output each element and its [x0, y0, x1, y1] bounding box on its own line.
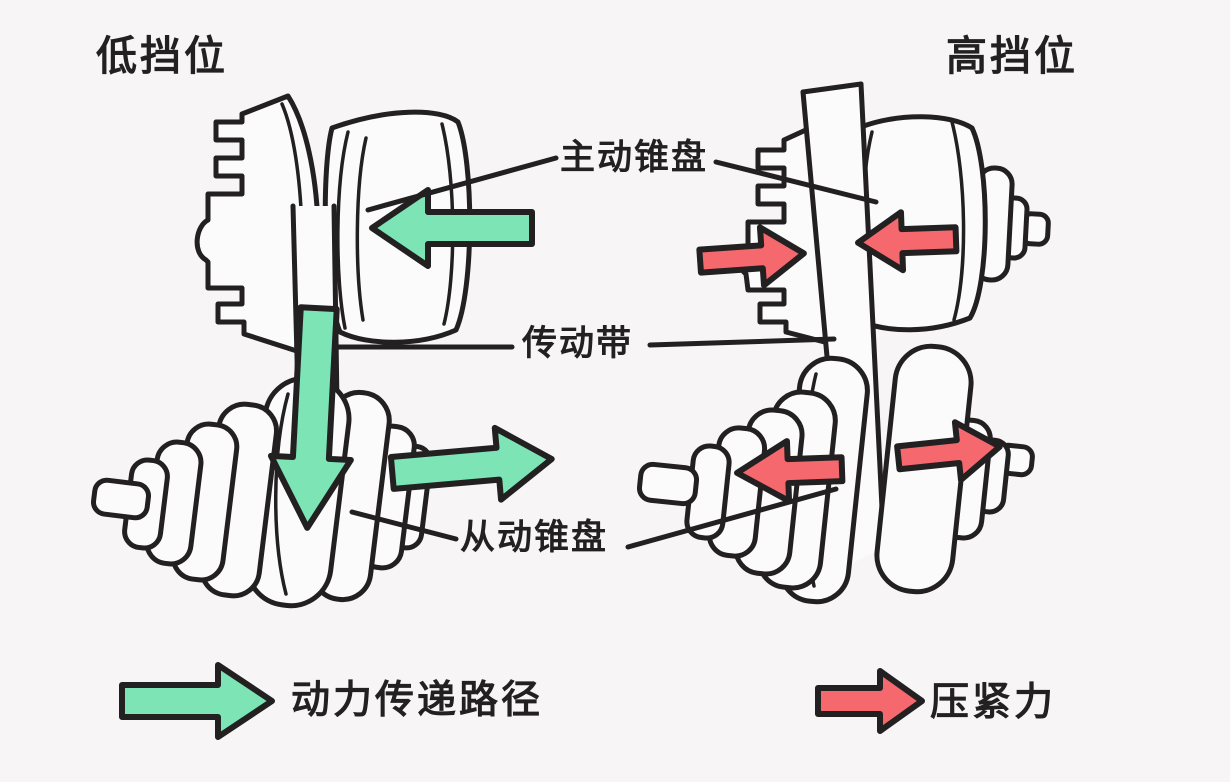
power-arrow-down-belt [267, 304, 354, 531]
legend-power-arrow [119, 662, 275, 740]
legend-clamp-arrow [815, 668, 925, 734]
driven-pulley-pointer-right [625, 486, 839, 550]
clamp-arrow-driven-right [894, 419, 1003, 483]
legend-power-path-label: 动力传递路径 [291, 679, 544, 722]
clamp-arrow-drive-right [855, 209, 960, 274]
driven-pulley-label: 从动锥盘 [460, 518, 609, 557]
high-belt-edge-top [800, 81, 864, 95]
low-drive-toothed-disc [194, 93, 321, 355]
low-drive-drum-line-1 [336, 130, 350, 330]
low-gear-title: 低挡位 [96, 33, 228, 79]
low-driven-shaft [91, 477, 151, 521]
belt-label: 传动带 [522, 324, 634, 363]
belt-pointer-right [647, 336, 837, 348]
drive-pulley-pointer-left [365, 155, 559, 213]
power-arrow-into-drive [369, 187, 535, 269]
high-belt-edge-right [858, 81, 887, 551]
low-drive-drum-line-2 [355, 136, 368, 322]
high-drive-drum-line-2 [950, 120, 966, 322]
drive-pulley-label: 主动锥盘 [560, 138, 709, 177]
high-driven-shaft [636, 461, 700, 507]
power-arrow-out-driven [387, 424, 555, 503]
clamp-arrow-drive-left [696, 224, 807, 289]
drive-pulley-pointer-right [713, 159, 879, 205]
legend-clamping-force-label: 压紧力 [930, 681, 1057, 724]
high-gear-title: 高挡位 [946, 33, 1078, 79]
clamp-arrow-driven-left [734, 438, 846, 505]
driven-pulley-pointer-left [349, 509, 459, 542]
low-driven-disc-face-line [273, 392, 290, 596]
